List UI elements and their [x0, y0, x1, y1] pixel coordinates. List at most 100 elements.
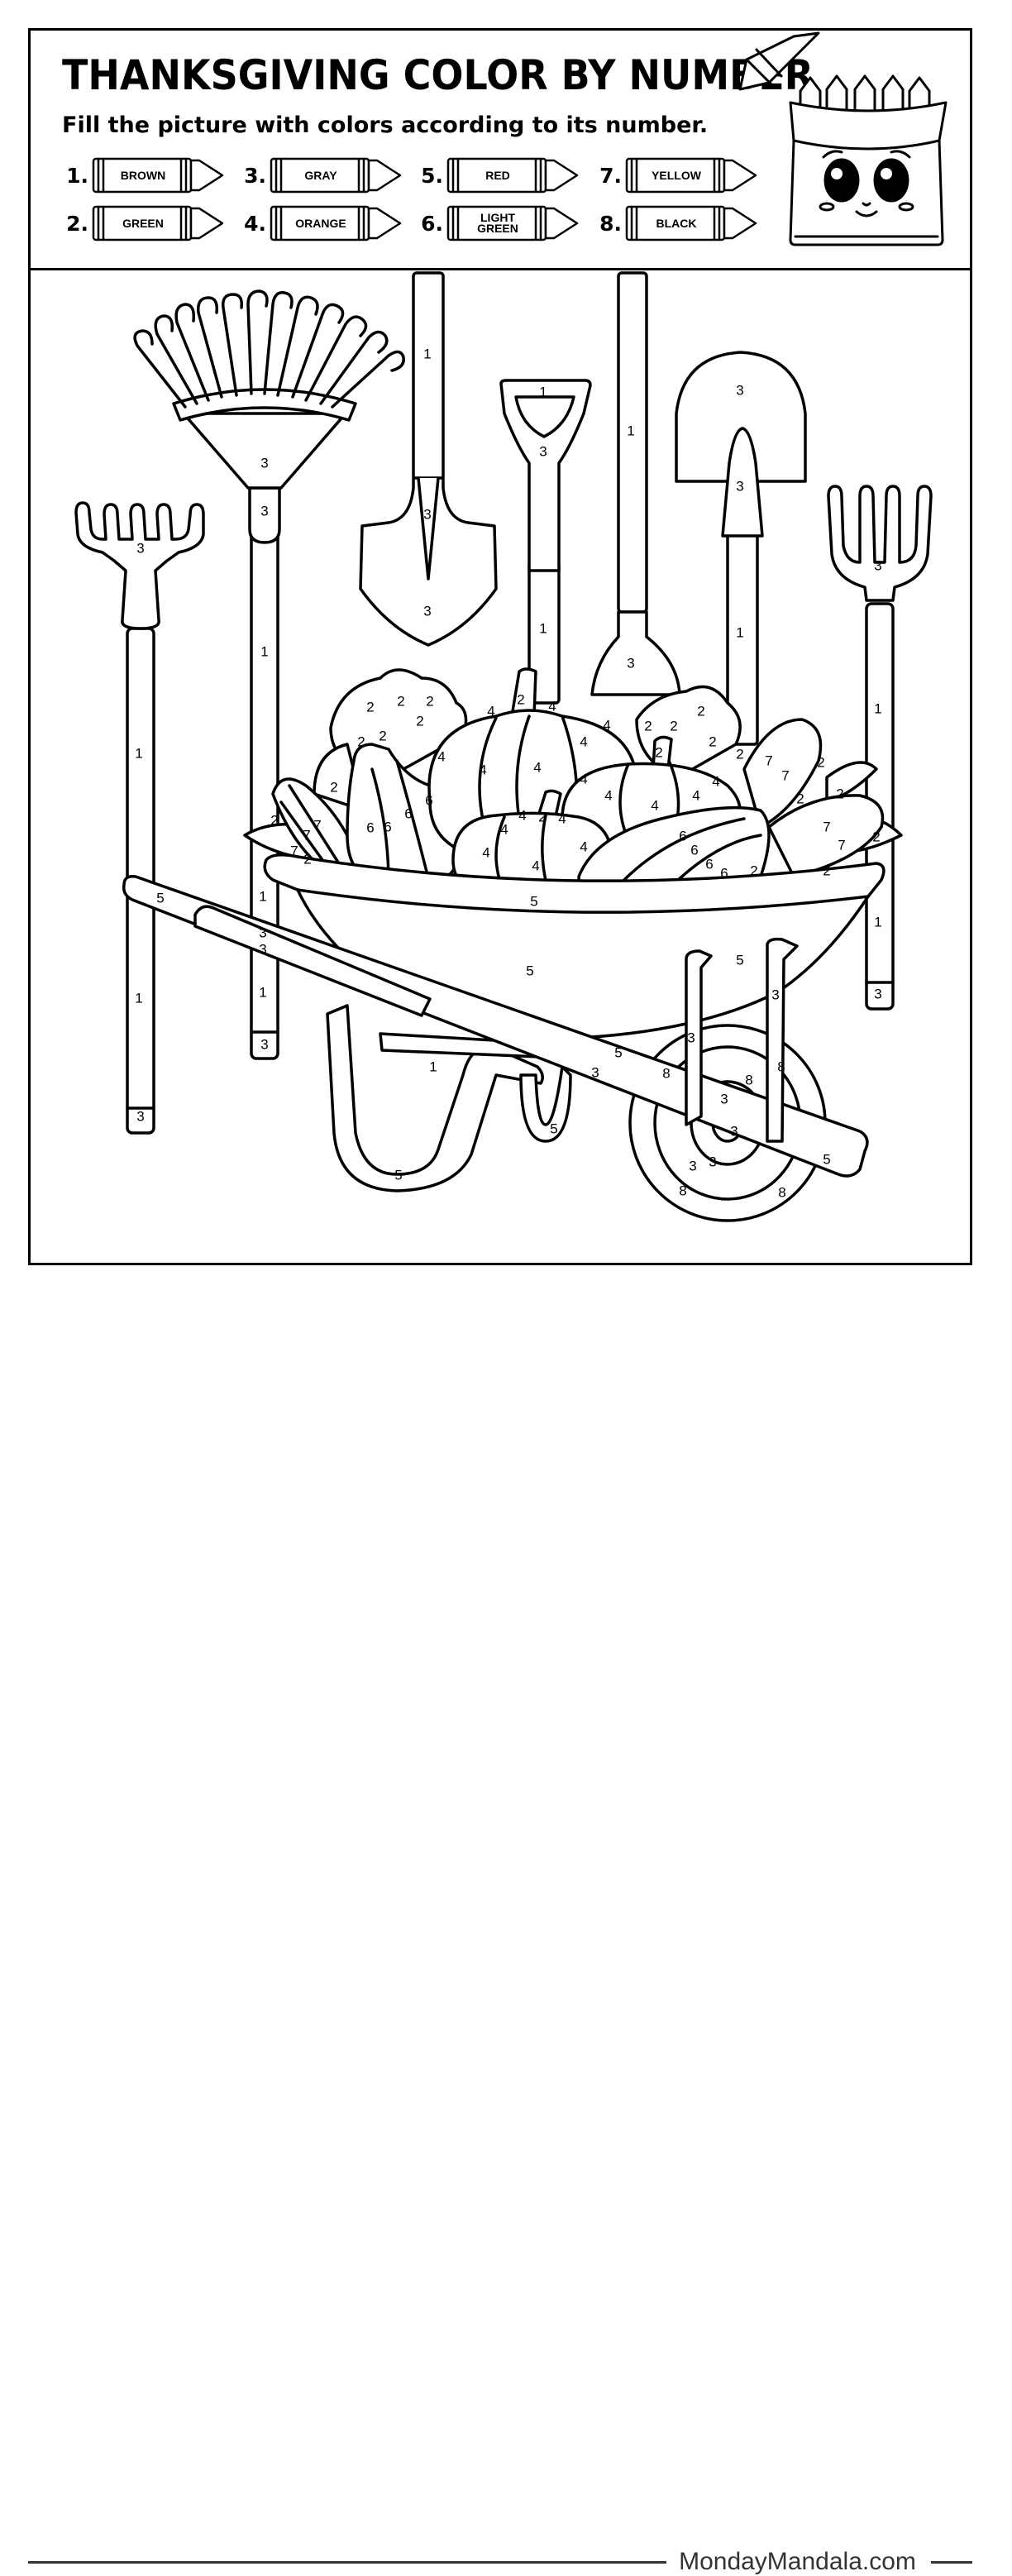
crayon-icon	[92, 157, 224, 194]
region-number: 2	[697, 703, 705, 719]
color-key-number: 6.	[421, 211, 443, 236]
region-number: 3	[730, 1123, 738, 1140]
leaf-rake	[133, 289, 405, 1060]
big-shovel	[675, 351, 807, 746]
region-number: 7	[781, 767, 790, 784]
region-number: 1	[874, 914, 882, 930]
region-number: 2	[397, 693, 405, 710]
region-number: 1	[874, 700, 882, 717]
color-key-label: LIGHT GREEN	[477, 211, 518, 235]
region-number: 8	[662, 1065, 671, 1082]
region-number: 7	[303, 827, 311, 844]
region-number: 3	[874, 986, 882, 1002]
region-number: 4	[603, 717, 611, 734]
region-number: 1	[135, 990, 143, 1006]
color-key-number: 3.	[244, 163, 266, 188]
wheelbarrow-bracket	[685, 937, 799, 1143]
region-number: 2	[644, 718, 652, 734]
region-number: 2	[670, 718, 678, 734]
instructions: Fill the picture with colors according t…	[62, 112, 709, 138]
region-number: 3	[591, 1064, 599, 1081]
region-number: 6	[705, 856, 714, 872]
region-number: 7	[290, 843, 298, 859]
region-number: 2	[709, 734, 717, 750]
region-number: 2	[426, 693, 434, 710]
color-key-6: 6. LIGHT GREEN	[417, 205, 579, 241]
page-frame	[28, 28, 972, 1265]
pumpkin-small	[451, 789, 613, 895]
region-number: 3	[423, 603, 432, 619]
small-rake	[74, 501, 205, 1135]
region-number: 7	[765, 753, 773, 769]
region-number: 5	[526, 963, 534, 979]
footer: MondayMandala.com	[0, 1274, 1012, 2576]
crayon-icon	[446, 205, 579, 241]
region-number: 2	[823, 863, 831, 879]
region-number: 3	[874, 557, 882, 574]
mascot-face-icon	[819, 150, 914, 217]
region-number: 4	[712, 773, 720, 790]
region-number: 7	[838, 837, 846, 853]
color-key-label: ORANGE	[295, 216, 346, 230]
region-number: 5	[550, 1121, 558, 1137]
color-key-label: RED	[485, 168, 510, 182]
color-key-label: BROWN	[120, 168, 166, 182]
region-number: 3	[720, 1091, 728, 1107]
region-number: 3	[260, 503, 269, 519]
region-number: 2	[817, 754, 825, 771]
color-key-8: 8.BLACK	[595, 205, 757, 241]
region-number: 3	[709, 1154, 717, 1170]
region-number: 6	[690, 842, 699, 858]
region-number: 3	[736, 382, 744, 399]
region-number: 6	[404, 805, 413, 822]
region-number: 4	[692, 787, 700, 804]
region-number: 8	[745, 1072, 753, 1088]
region-number: 7	[313, 817, 322, 834]
region-number: 2	[655, 744, 663, 761]
region-number: 4	[604, 787, 613, 804]
region-number: 8	[778, 1184, 786, 1201]
region-number: 2	[872, 829, 881, 845]
region-number: 3	[771, 987, 780, 1003]
color-key-3: 3.GRAY	[240, 157, 402, 194]
region-number: 4	[487, 703, 495, 719]
region-number: 7	[823, 819, 831, 835]
region-number: 2	[517, 691, 525, 708]
corn-right	[742, 718, 885, 878]
color-key-1: 1. BROWN	[62, 157, 224, 194]
page-title: THANKSGIVING COLOR BY NUMBER	[62, 51, 814, 99]
region-number: 3	[627, 655, 635, 671]
region-number: 4	[558, 810, 566, 827]
region-number: 5	[530, 893, 538, 910]
region-number: 4	[500, 821, 508, 838]
region-number: 5	[736, 952, 744, 968]
region-number: 3	[423, 506, 432, 523]
region-number: 1	[736, 624, 744, 641]
long-handle-spade	[590, 271, 681, 696]
d-handle-spade	[499, 379, 592, 705]
region-number: 3	[687, 1030, 695, 1046]
color-key-5: 5.RED	[417, 157, 579, 194]
region-number: 2	[736, 746, 744, 762]
region-number: 6	[384, 819, 392, 835]
region-number: 4	[533, 759, 542, 776]
region-number: 3	[260, 1036, 269, 1053]
region-number: 6	[425, 792, 433, 809]
color-key-2: 2.GREEN	[62, 205, 224, 241]
footer-rule-left	[28, 2561, 666, 2564]
region-number: 4	[651, 797, 659, 814]
region-number: 2	[366, 699, 375, 715]
color-key-number: 1.	[66, 163, 88, 188]
color-key-label: YELLOW	[652, 168, 701, 182]
crayons-in-box-icon	[799, 74, 931, 112]
region-number: 1	[429, 1059, 437, 1075]
region-number: 2	[270, 812, 279, 829]
region-number: 5	[156, 890, 165, 906]
region-number: 4	[532, 858, 540, 874]
region-number: 1	[259, 984, 267, 1001]
region-number: 2	[538, 809, 547, 825]
region-number: 3	[689, 1158, 697, 1174]
footer-brand: MondayMandala.com	[671, 2548, 924, 2576]
region-number: 2	[836, 786, 844, 802]
region-number: 3	[259, 925, 267, 941]
